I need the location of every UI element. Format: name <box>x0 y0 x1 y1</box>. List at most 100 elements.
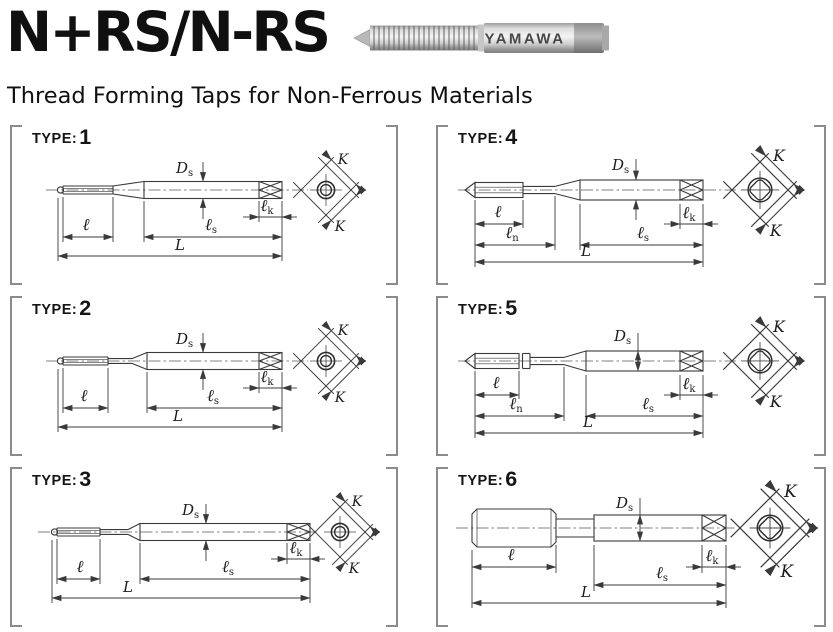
square-end-view <box>723 317 800 411</box>
page-title: N+RS/N-RS <box>6 0 331 64</box>
dim-label-L: L <box>580 242 591 260</box>
type-prefix: TYPE: <box>458 302 504 318</box>
type-label: TYPE: 4 <box>458 125 518 149</box>
dim-label-ls: ℓs <box>222 557 234 578</box>
tap-outline <box>56 351 283 371</box>
dim-label-ln: ℓn <box>505 223 519 244</box>
tap-outline <box>464 350 704 372</box>
type-label: TYPE: 5 <box>458 296 518 320</box>
dim-label-lk: ℓk <box>683 203 697 224</box>
type-number: 2 <box>79 296 92 320</box>
type-4-panel: TYPE: 4 <box>436 124 826 286</box>
type-1-panel: TYPE: 1 <box>10 124 398 286</box>
photo-thread-texture <box>373 26 475 50</box>
photo-tip <box>353 29 371 47</box>
bracket-right <box>814 125 826 285</box>
bracket-right <box>386 125 398 285</box>
type-panel-grid: TYPE: 1 <box>10 124 826 628</box>
tap-outline <box>50 522 311 542</box>
type-number: 6 <box>505 467 518 491</box>
dim-label-l: ℓ <box>508 545 515 564</box>
page-header: N+RS/N-RS YAMAWA Thread Forming Taps for… <box>0 0 833 124</box>
dim-label-l: ℓ <box>495 202 502 221</box>
type-2-panel: TYPE: 2 <box>10 295 398 457</box>
type-number: 1 <box>79 125 92 149</box>
dim-label-ls: ℓs <box>205 215 217 236</box>
dim-label-l: ℓ <box>493 373 500 392</box>
type-label: TYPE: 6 <box>458 467 518 491</box>
dim-label-ds: Ds <box>175 159 193 179</box>
dim-label-ds: Ds <box>175 330 193 350</box>
type-prefix: TYPE: <box>458 131 504 147</box>
dim-label-ls: ℓs <box>207 386 219 407</box>
type-number: 4 <box>505 125 518 149</box>
dimension-lines <box>57 162 297 261</box>
type-3-drawing: Ds ℓ ℓs ℓk L <box>38 466 398 603</box>
photo-thread <box>370 25 480 51</box>
bracket-left <box>10 467 22 627</box>
bracket-right <box>814 296 826 456</box>
dim-label-ls: ℓs <box>656 563 668 584</box>
bracket-left <box>10 296 22 456</box>
dim-label-lk: ℓk <box>706 546 720 567</box>
photo-step <box>478 24 486 52</box>
type-1-drawing: Ds ℓ ℓs ℓk L <box>46 124 398 261</box>
dim-label-L: L <box>172 407 183 425</box>
photo-square-end <box>574 23 604 53</box>
type-number: 3 <box>79 467 92 491</box>
dim-label-lk: ℓk <box>683 374 697 395</box>
type-6-drawing: Ds ℓ ℓk ℓs L <box>456 466 826 608</box>
tap-outline <box>464 179 704 201</box>
square-end-view <box>723 146 800 240</box>
dim-label-L: L <box>580 583 591 601</box>
dimension-lines <box>57 333 297 432</box>
bracket-left <box>436 125 448 285</box>
dim-label-l: ℓ <box>81 386 88 405</box>
brand-engraving: YAMAWA <box>484 31 565 48</box>
bracket-right <box>386 296 398 456</box>
dim-label-L: L <box>122 578 133 596</box>
dim-label-L: L <box>174 236 185 254</box>
dimension-lines <box>474 159 718 267</box>
dimension-lines <box>51 504 325 603</box>
dim-label-l: ℓ <box>83 215 90 234</box>
square-end-view <box>293 323 362 406</box>
dimension-lines <box>474 333 718 438</box>
bracket-left <box>436 467 448 627</box>
type-label: TYPE: 2 <box>32 296 92 320</box>
type-5-drawing: Ds ℓ ℓn ℓs ℓk L <box>458 295 826 438</box>
type-3-panel: TYPE: 3 <box>10 466 398 628</box>
dim-label-lk: ℓk <box>290 538 304 559</box>
bracket-right <box>386 467 398 627</box>
square-end-view <box>307 494 376 577</box>
dim-label-L: L <box>582 413 593 431</box>
type-2-drawing: Ds ℓ ℓs ℓk L <box>46 295 398 432</box>
type-prefix: TYPE: <box>32 302 78 318</box>
dim-label-lk: ℓk <box>261 196 275 217</box>
type-number: 5 <box>505 296 518 320</box>
dim-label-ds: Ds <box>181 501 199 521</box>
dim-label-ds: Ds <box>615 494 633 514</box>
type-prefix: TYPE: <box>32 473 78 489</box>
photo-end-cap <box>602 25 609 51</box>
dim-label-ds: Ds <box>611 156 629 176</box>
bracket-left <box>436 296 448 456</box>
dim-label-lk: ℓk <box>261 367 275 388</box>
dim-label-ls: ℓs <box>637 223 649 244</box>
type-prefix: TYPE: <box>32 131 78 147</box>
dim-label-l: ℓ <box>77 557 84 576</box>
type-label: TYPE: 3 <box>32 467 92 491</box>
tap-outline <box>471 508 727 548</box>
square-end-view <box>731 481 814 581</box>
type-label: TYPE: 1 <box>32 125 92 149</box>
photo-shank <box>484 23 580 53</box>
tap-product-photo: YAMAWA <box>353 23 609 53</box>
type-prefix: TYPE: <box>458 473 504 489</box>
dimension-lines <box>471 498 741 608</box>
page-subtitle: Thread Forming Taps for Non-Ferrous Mate… <box>7 83 533 109</box>
type-6-panel: TYPE: 6 <box>436 466 826 628</box>
dim-label-ls: ℓs <box>642 394 654 415</box>
dim-label-ds: Ds <box>613 327 631 347</box>
type-5-panel: TYPE: 5 <box>436 295 826 457</box>
tap-outline <box>56 180 283 200</box>
